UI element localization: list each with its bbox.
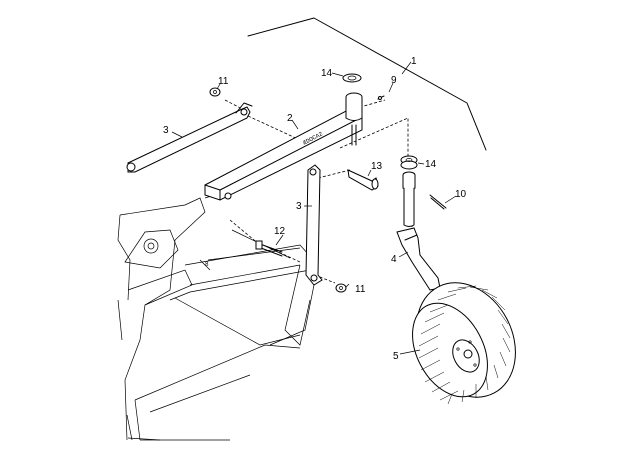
callout-10: 10 — [455, 189, 467, 200]
callout-5: 5 — [393, 351, 399, 362]
callout-3b: 3 — [296, 201, 302, 212]
mower-deck: 8 — [117, 189, 319, 441]
pin-9 — [377, 95, 385, 100]
cotter-pin-10 — [429, 194, 447, 210]
callout-12: 12 — [274, 226, 286, 237]
callout-13: 13 — [371, 161, 383, 172]
nut-11-upper — [209, 87, 221, 97]
callout-14a: 14 — [321, 68, 333, 79]
caster-fork — [396, 227, 441, 291]
svg-text:8: 8 — [205, 261, 209, 268]
bolt-12 — [255, 240, 283, 257]
axle-arm: ÆDOCA2 — [204, 92, 363, 201]
vertical-link-arm — [305, 164, 323, 286]
leader-lines — [171, 61, 457, 355]
pin-13 — [347, 169, 379, 191]
washer-14-lower — [400, 155, 418, 170]
caster-wheel — [412, 282, 516, 405]
caster-spindle — [402, 171, 416, 227]
assembly-bracket — [247, 17, 487, 151]
callout-9: 9 — [391, 75, 397, 86]
callout-11b: 11 — [355, 284, 366, 295]
top-link-arm — [126, 102, 253, 173]
nut-11-lower — [335, 283, 347, 293]
washer-14-upper — [342, 73, 362, 83]
callout-3a: 3 — [163, 125, 169, 136]
callout-4: 4 — [391, 254, 397, 265]
callout-1: 1 — [411, 56, 417, 67]
callout-11a: 11 — [218, 76, 229, 87]
callout-2: 2 — [287, 113, 293, 124]
callout-14b: 14 — [425, 159, 437, 170]
